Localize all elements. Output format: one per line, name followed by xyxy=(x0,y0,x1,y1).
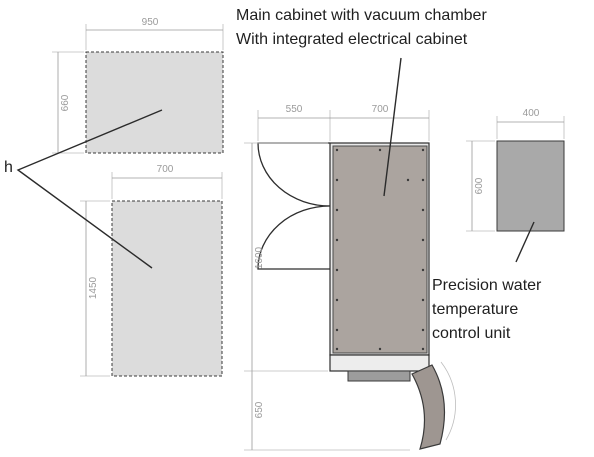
water-unit-label-line1: Precision water xyxy=(432,277,542,294)
water-unit-group: 400 600 xyxy=(466,108,565,232)
service-door xyxy=(411,364,446,450)
main-cabinet-body xyxy=(332,145,428,354)
water-unit-body xyxy=(496,140,565,232)
door-swing-lower xyxy=(257,205,331,270)
main-cabinet-width-label: 700 xyxy=(372,104,389,115)
main-cabinet-leader xyxy=(383,57,402,197)
cabinet-base-plate xyxy=(347,370,411,382)
footprint-a-width-label: 950 xyxy=(142,17,159,28)
main-cabinet-label-line2: With integrated electrical cabinet xyxy=(236,31,468,48)
door-swing-upper xyxy=(257,142,331,207)
main-cabinet-height-label: 1600 xyxy=(254,246,265,269)
water-unit-label-line3: control unit xyxy=(432,325,511,342)
water-unit-width-label: 400 xyxy=(523,108,540,119)
left-cut-label: h xyxy=(4,159,13,176)
water-unit-height-label: 600 xyxy=(474,177,485,194)
footprint-a-area xyxy=(85,51,224,154)
water-unit-label-line2: temperature xyxy=(432,301,518,318)
water-unit-leader xyxy=(515,221,535,263)
footprint-a-height-label: 660 xyxy=(60,94,71,111)
cabinet-rivets xyxy=(335,148,425,351)
main-cabinet-label-line1: Main cabinet with vacuum chamber xyxy=(236,7,487,24)
footprint-b-width-label: 700 xyxy=(157,164,174,175)
cabinet-base xyxy=(329,354,430,372)
footprint-b-area xyxy=(111,200,223,377)
main-cabinet-group: 550 700 1600 650 xyxy=(244,104,456,451)
footprint-b-height-label: 1450 xyxy=(88,276,99,299)
door-clearance-label: 550 xyxy=(286,104,303,115)
footprint-leader-lines xyxy=(16,109,163,269)
footprint-a: 950 660 xyxy=(52,17,224,154)
service-depth-label: 650 xyxy=(254,401,265,418)
service-swing-arc xyxy=(440,361,456,441)
footprint-b: 700 1450 xyxy=(80,164,223,377)
